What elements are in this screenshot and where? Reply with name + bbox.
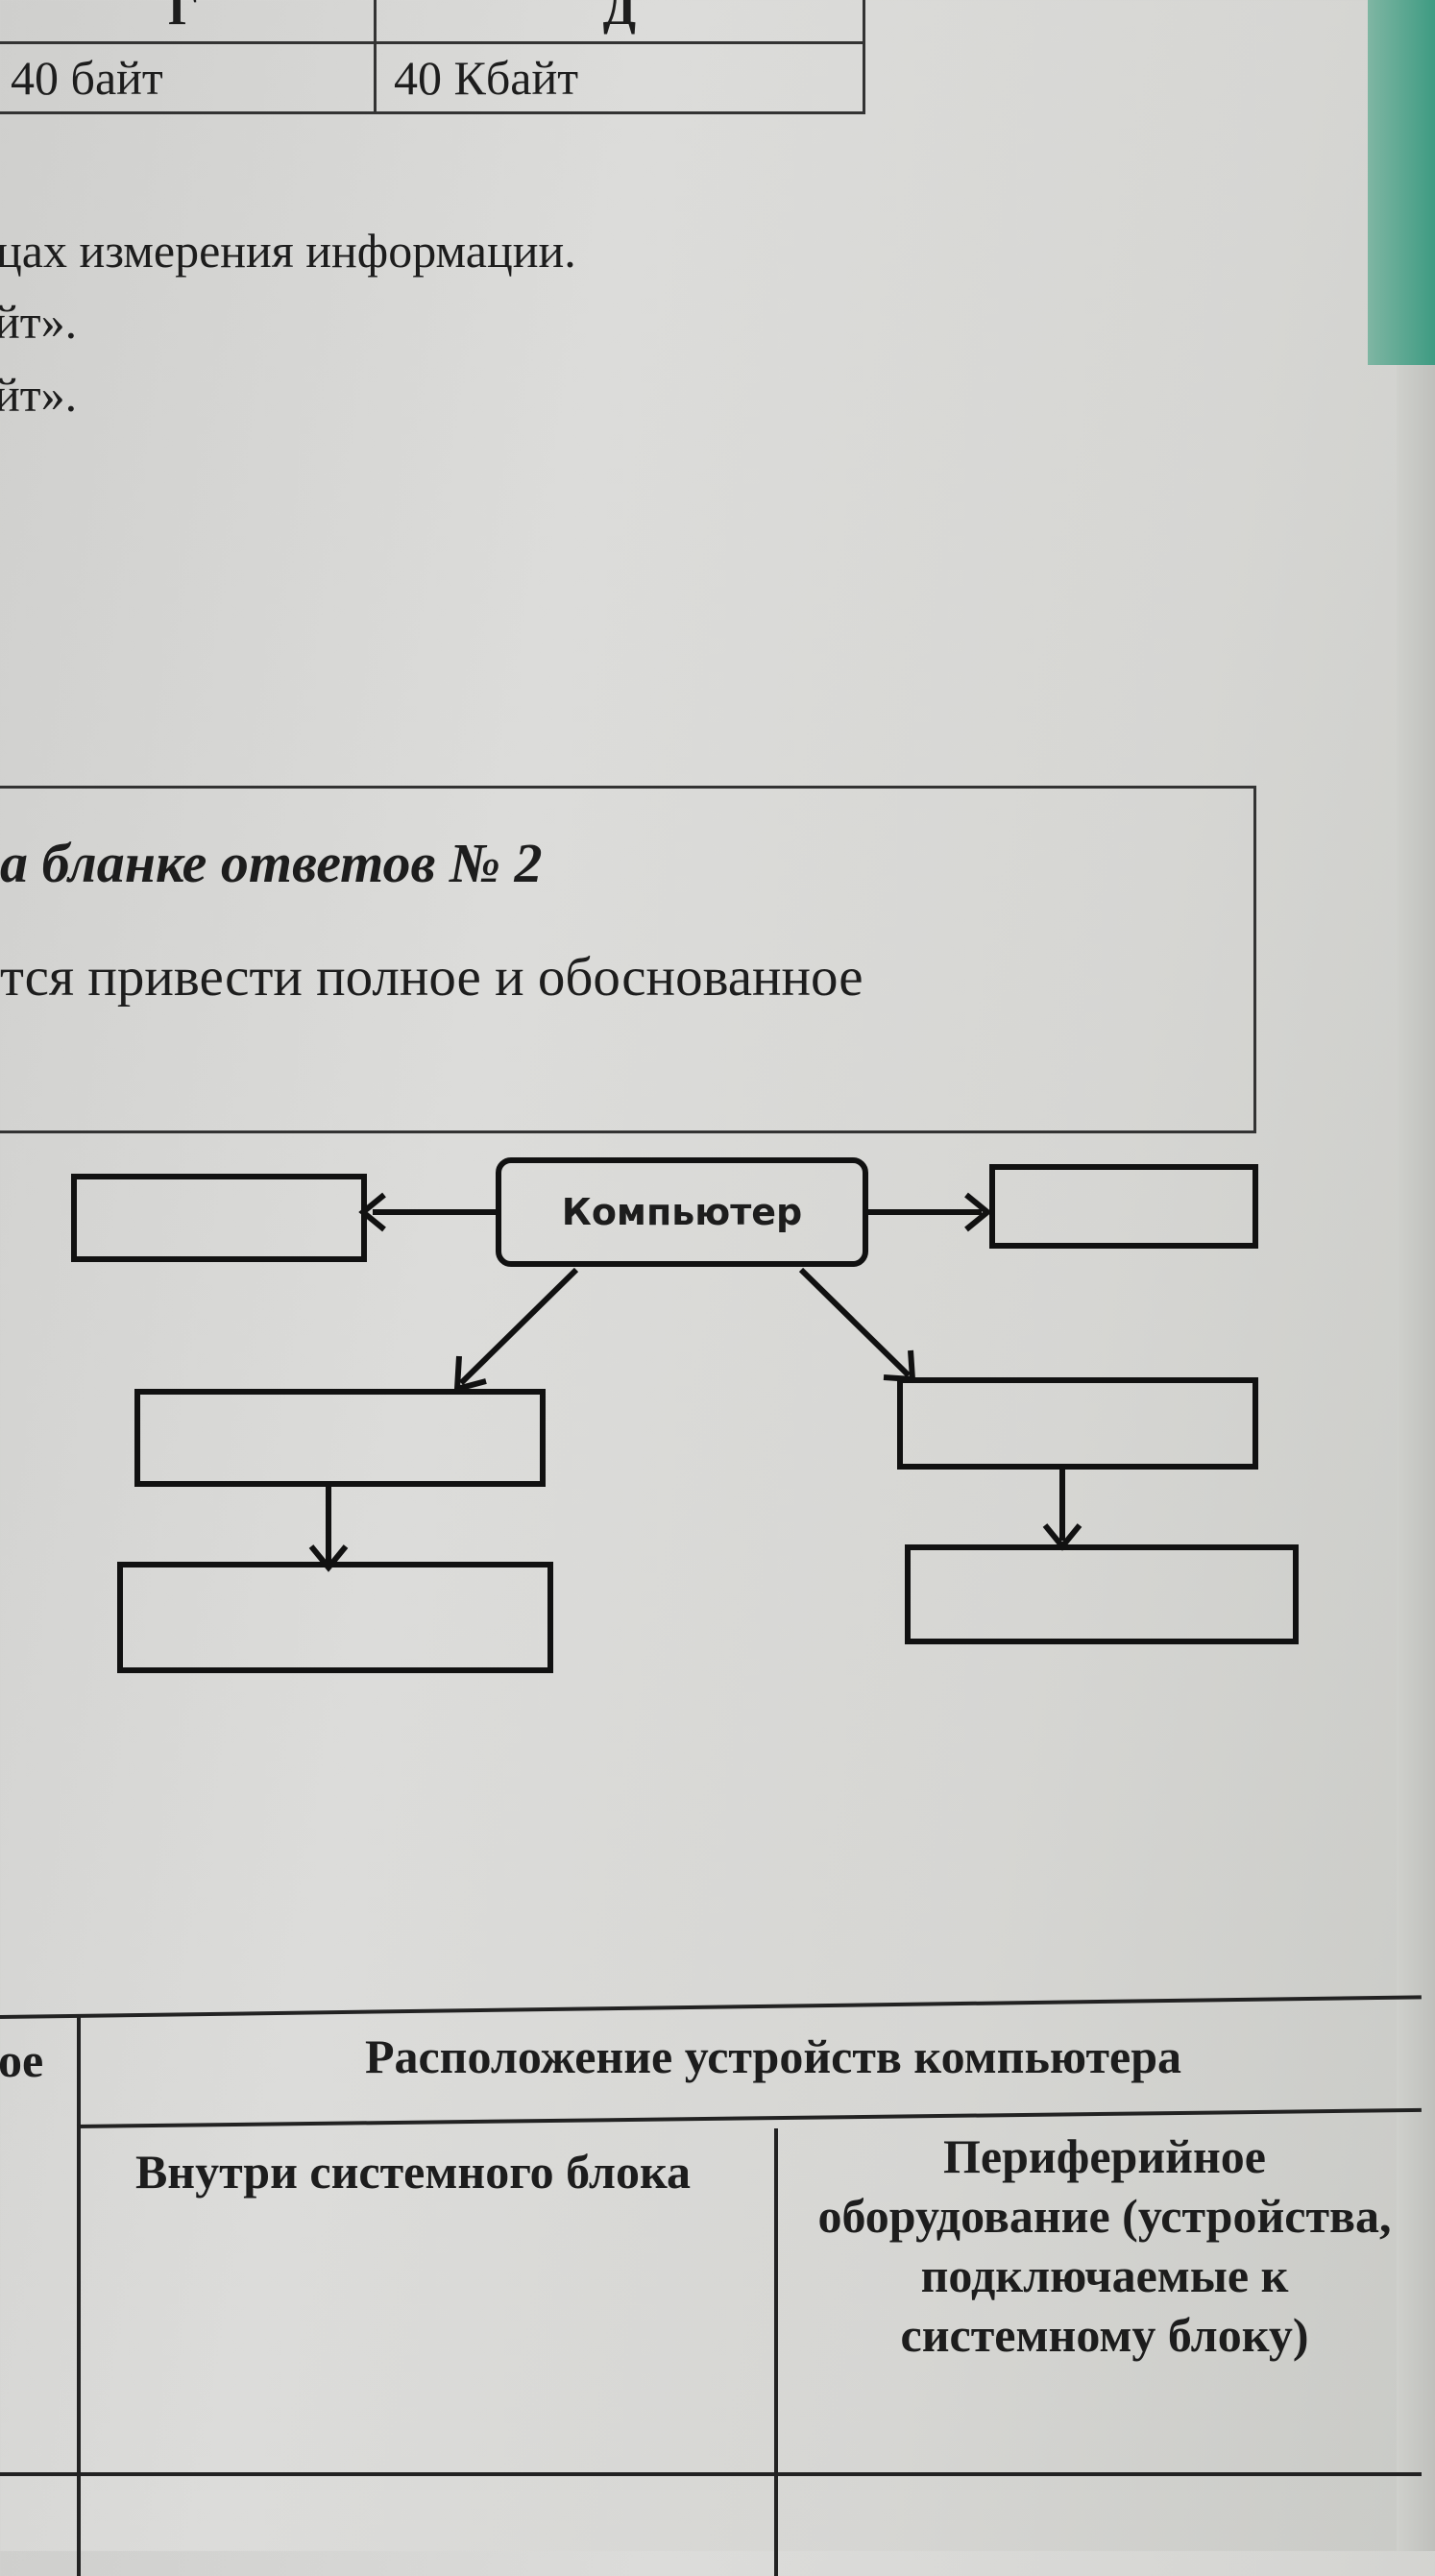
text-line-1: цах измерения информации. [0,224,576,278]
table-col-divider-1 [77,2017,81,2576]
size-options-table: Г Д 40 байт 40 Кбайт [0,0,865,114]
task-title: а бланке ответов № 2 [0,832,543,894]
table-header: Расположение устройств компьютера [364,2029,1182,2083]
table-top-border [0,1995,1422,2019]
device-location-table: ое Расположение устройств компьютера Вну… [0,1981,1435,2576]
table-col1-header: Внутри системного блока [134,2145,692,2199]
table-col-divider-2 [774,2128,778,2576]
table-header-g: Г [0,0,377,44]
text-line-2: йт». [0,295,78,349]
table-header-divider [76,2107,1422,2128]
computer-node: Компьютер [496,1157,868,1267]
arrow-down-right [798,1267,912,1378]
empty-box-mid-right [897,1377,1258,1470]
table-header-d: Д [374,0,865,44]
background-edge-lower [1397,365,1435,2551]
task-instructions-box [0,786,1256,1133]
empty-box-left [71,1174,367,1262]
task-text: тся привести полное и обоснованное [0,947,863,1008]
text-line-3: йт». [0,368,78,422]
background-edge [1368,0,1435,365]
table-cell-g: 40 байт [0,41,377,114]
table-cell-d: 40 Кбайт [374,41,865,114]
table-col2-header: Периферийное оборудование (устройства, п… [817,2129,1392,2362]
empty-box-bottom-right [905,1544,1299,1644]
table-left-fragment: ое [0,2033,44,2087]
empty-box-mid-left [134,1389,546,1487]
empty-box-right [989,1164,1258,1249]
empty-box-bottom-left [117,1562,553,1673]
table-row-divider [0,2472,1422,2476]
arrow-down-left [458,1267,579,1386]
